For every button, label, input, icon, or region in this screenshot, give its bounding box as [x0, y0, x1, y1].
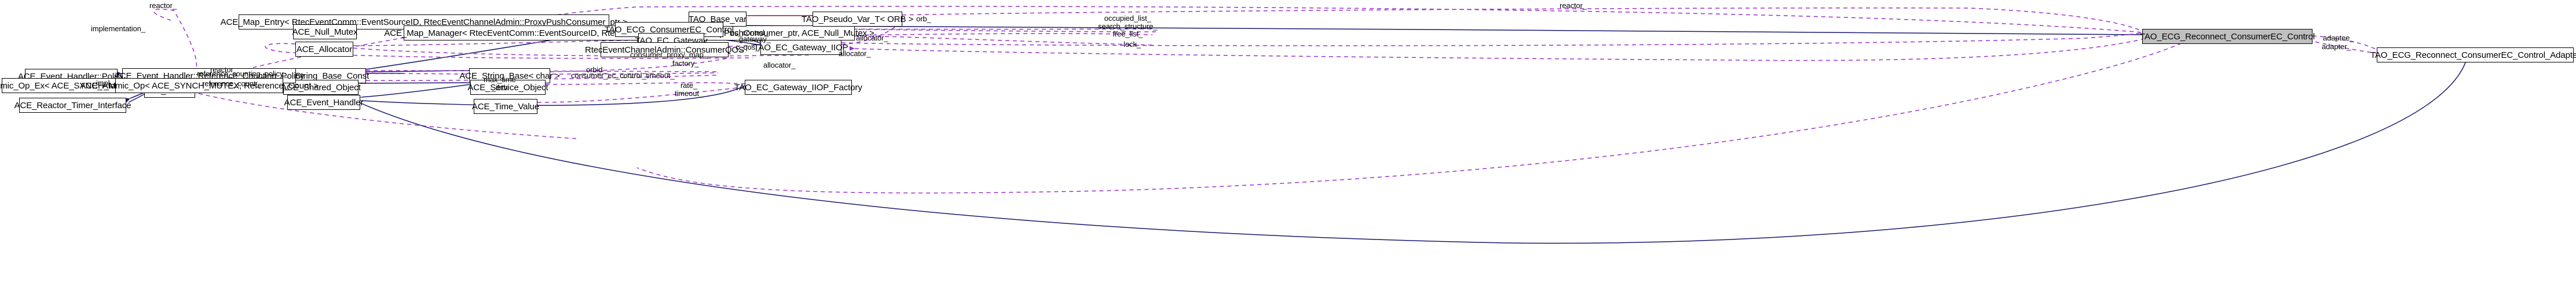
edge-label-adaptee: adaptee_: [2323, 34, 2354, 42]
node-label: ACE_Null_Mutex: [292, 27, 358, 37]
node-label: ACE_Shared_Object: [281, 82, 361, 93]
edge-label-occupied-search-free: occupied_list_ search_structure_ free_li…: [1098, 14, 1158, 39]
edge-label-orb: orb_: [916, 14, 931, 23]
node-label: ACE_Event_Handler: [284, 97, 364, 108]
node-label: ACE_Time_Value: [471, 101, 540, 112]
node-ace-event-handler[interactable]: ACE_Event_Handler: [284, 95, 363, 110]
node-label: TAO_ECG_Reconnect_ConsumerEC_Control_Ada…: [2370, 50, 2576, 60]
node-label: RtecEventChannelAdmin::ConsumerQOS: [584, 45, 745, 55]
edge-label-allocator-1: allocator_: [856, 34, 888, 42]
node-ace-allocator[interactable]: ACE_Allocator: [295, 42, 353, 57]
node-label: ACE_Allocator: [296, 44, 353, 54]
node-label: ACE_Reactor_Timer_Interface: [14, 100, 131, 110]
node-label: TAO_ECG_Reconnect_ConsumerEC_Control: [2139, 31, 2315, 42]
edge-label-c-qos: c_qos_: [736, 43, 760, 51]
edge-label-impl: impl_: [96, 79, 114, 87]
edge-label-gateway: gateway_: [739, 35, 771, 43]
edge-label-consumer-ec-control-timeout: consumer_ec_control_timeout_: [571, 71, 675, 80]
edge-label-max-time: max_time _ifrth: [484, 75, 516, 92]
edge-label-allocator-2: allocator_: [839, 49, 871, 58]
node-label: TAO_Pseudo_Var_T< ORB >: [801, 14, 914, 24]
node-label: TAO_EC_Gateway_IIOP: [753, 42, 848, 53]
node-label: TAO_Base_var: [688, 14, 747, 24]
edge-label-reactor-mid: reactor_: [210, 65, 237, 74]
node-ace-reactor-timer-interface[interactable]: ACE_Reactor_Timer_Interface: [14, 98, 131, 113]
edge-label-rate-timeout: rate_ timeout_: [675, 81, 704, 98]
edge-label-factory: factory_: [672, 59, 699, 68]
node-ace-service-object[interactable]: ACE_Service_Object: [467, 80, 548, 95]
edge-label-lock: lock_: [1124, 40, 1141, 49]
edge-label-orbid: orbid_: [586, 65, 607, 74]
node-ace-atomic-op[interactable]: ACE_Atomic_Op< ACE_SYNCH_MUTEX, Referenc…: [80, 78, 319, 93]
node-label: ACE_String_Base< char >: [459, 71, 560, 81]
edge-label-reference-count: reference_count_: [202, 79, 260, 88]
node-tao-ecg-consumerec-control[interactable]: TAO_ECG_ConsumerEC_Control: [605, 22, 734, 37]
node-label: ACE_Event_Handler::Reference_Counting_Po…: [114, 71, 305, 81]
edge-label-reactor-far: reactor_: [1560, 1, 1587, 10]
node-label: TAO_ECG_ConsumerEC_Control: [604, 24, 734, 35]
node-label: ACE_Atomic_Op< ACE_SYNCH_MUTEX, Referenc…: [80, 80, 319, 91]
edge-label-ec-control: ec_control_: [730, 28, 769, 37]
edge-label-implementation: implementation_: [91, 24, 145, 33]
edge-label-allocator-3: allocator_: [763, 61, 796, 69]
node-label: ACE_String_Base_Const: [272, 71, 369, 81]
node-tao-ec-gateway-iiop[interactable]: TAO_EC_Gateway_IIOP: [754, 40, 848, 55]
node-ace-null-mutex[interactable]: ACE_Null_Mutex: [292, 24, 358, 39]
edge-label-reference-counting-policy: reference_counting_policy_: [197, 69, 288, 78]
node-label: ACE_Map_Entry< RtecEventComm::EventSourc…: [220, 17, 628, 27]
edge-label-adapter: adapter_: [2322, 42, 2351, 51]
node-tao-pseudo-var-t-orb[interactable]: TAO_Pseudo_Var_T< ORB >: [802, 12, 913, 27]
node-label: ACE_Service_Object: [467, 82, 548, 93]
node-label: TAO_EC_Gateway_IIOP_Factory: [734, 82, 862, 93]
edge-label-reactor-top: reactor_: [149, 1, 177, 10]
node-tao-ecg-reconnect-consumerec-control-adapter[interactable]: TAO_ECG_Reconnect_ConsumerEC_Control_Ada…: [2370, 47, 2576, 62]
edge-label-consumer-proxy-map: consumer_proxy_map_: [630, 50, 708, 59]
node-tao-ec-gateway-iiop-factory[interactable]: TAO_EC_Gateway_IIOP_Factory: [734, 80, 862, 95]
node-rtec-event-channel-admin-consumerqos[interactable]: RtecEventChannelAdmin::ConsumerQOS: [585, 42, 744, 57]
node-tao-ecg-reconnect-consumerec-control[interactable]: TAO_ECG_Reconnect_ConsumerEC_Control: [2139, 29, 2315, 44]
node-ace-time-value[interactable]: ACE_Time_Value: [471, 99, 540, 114]
